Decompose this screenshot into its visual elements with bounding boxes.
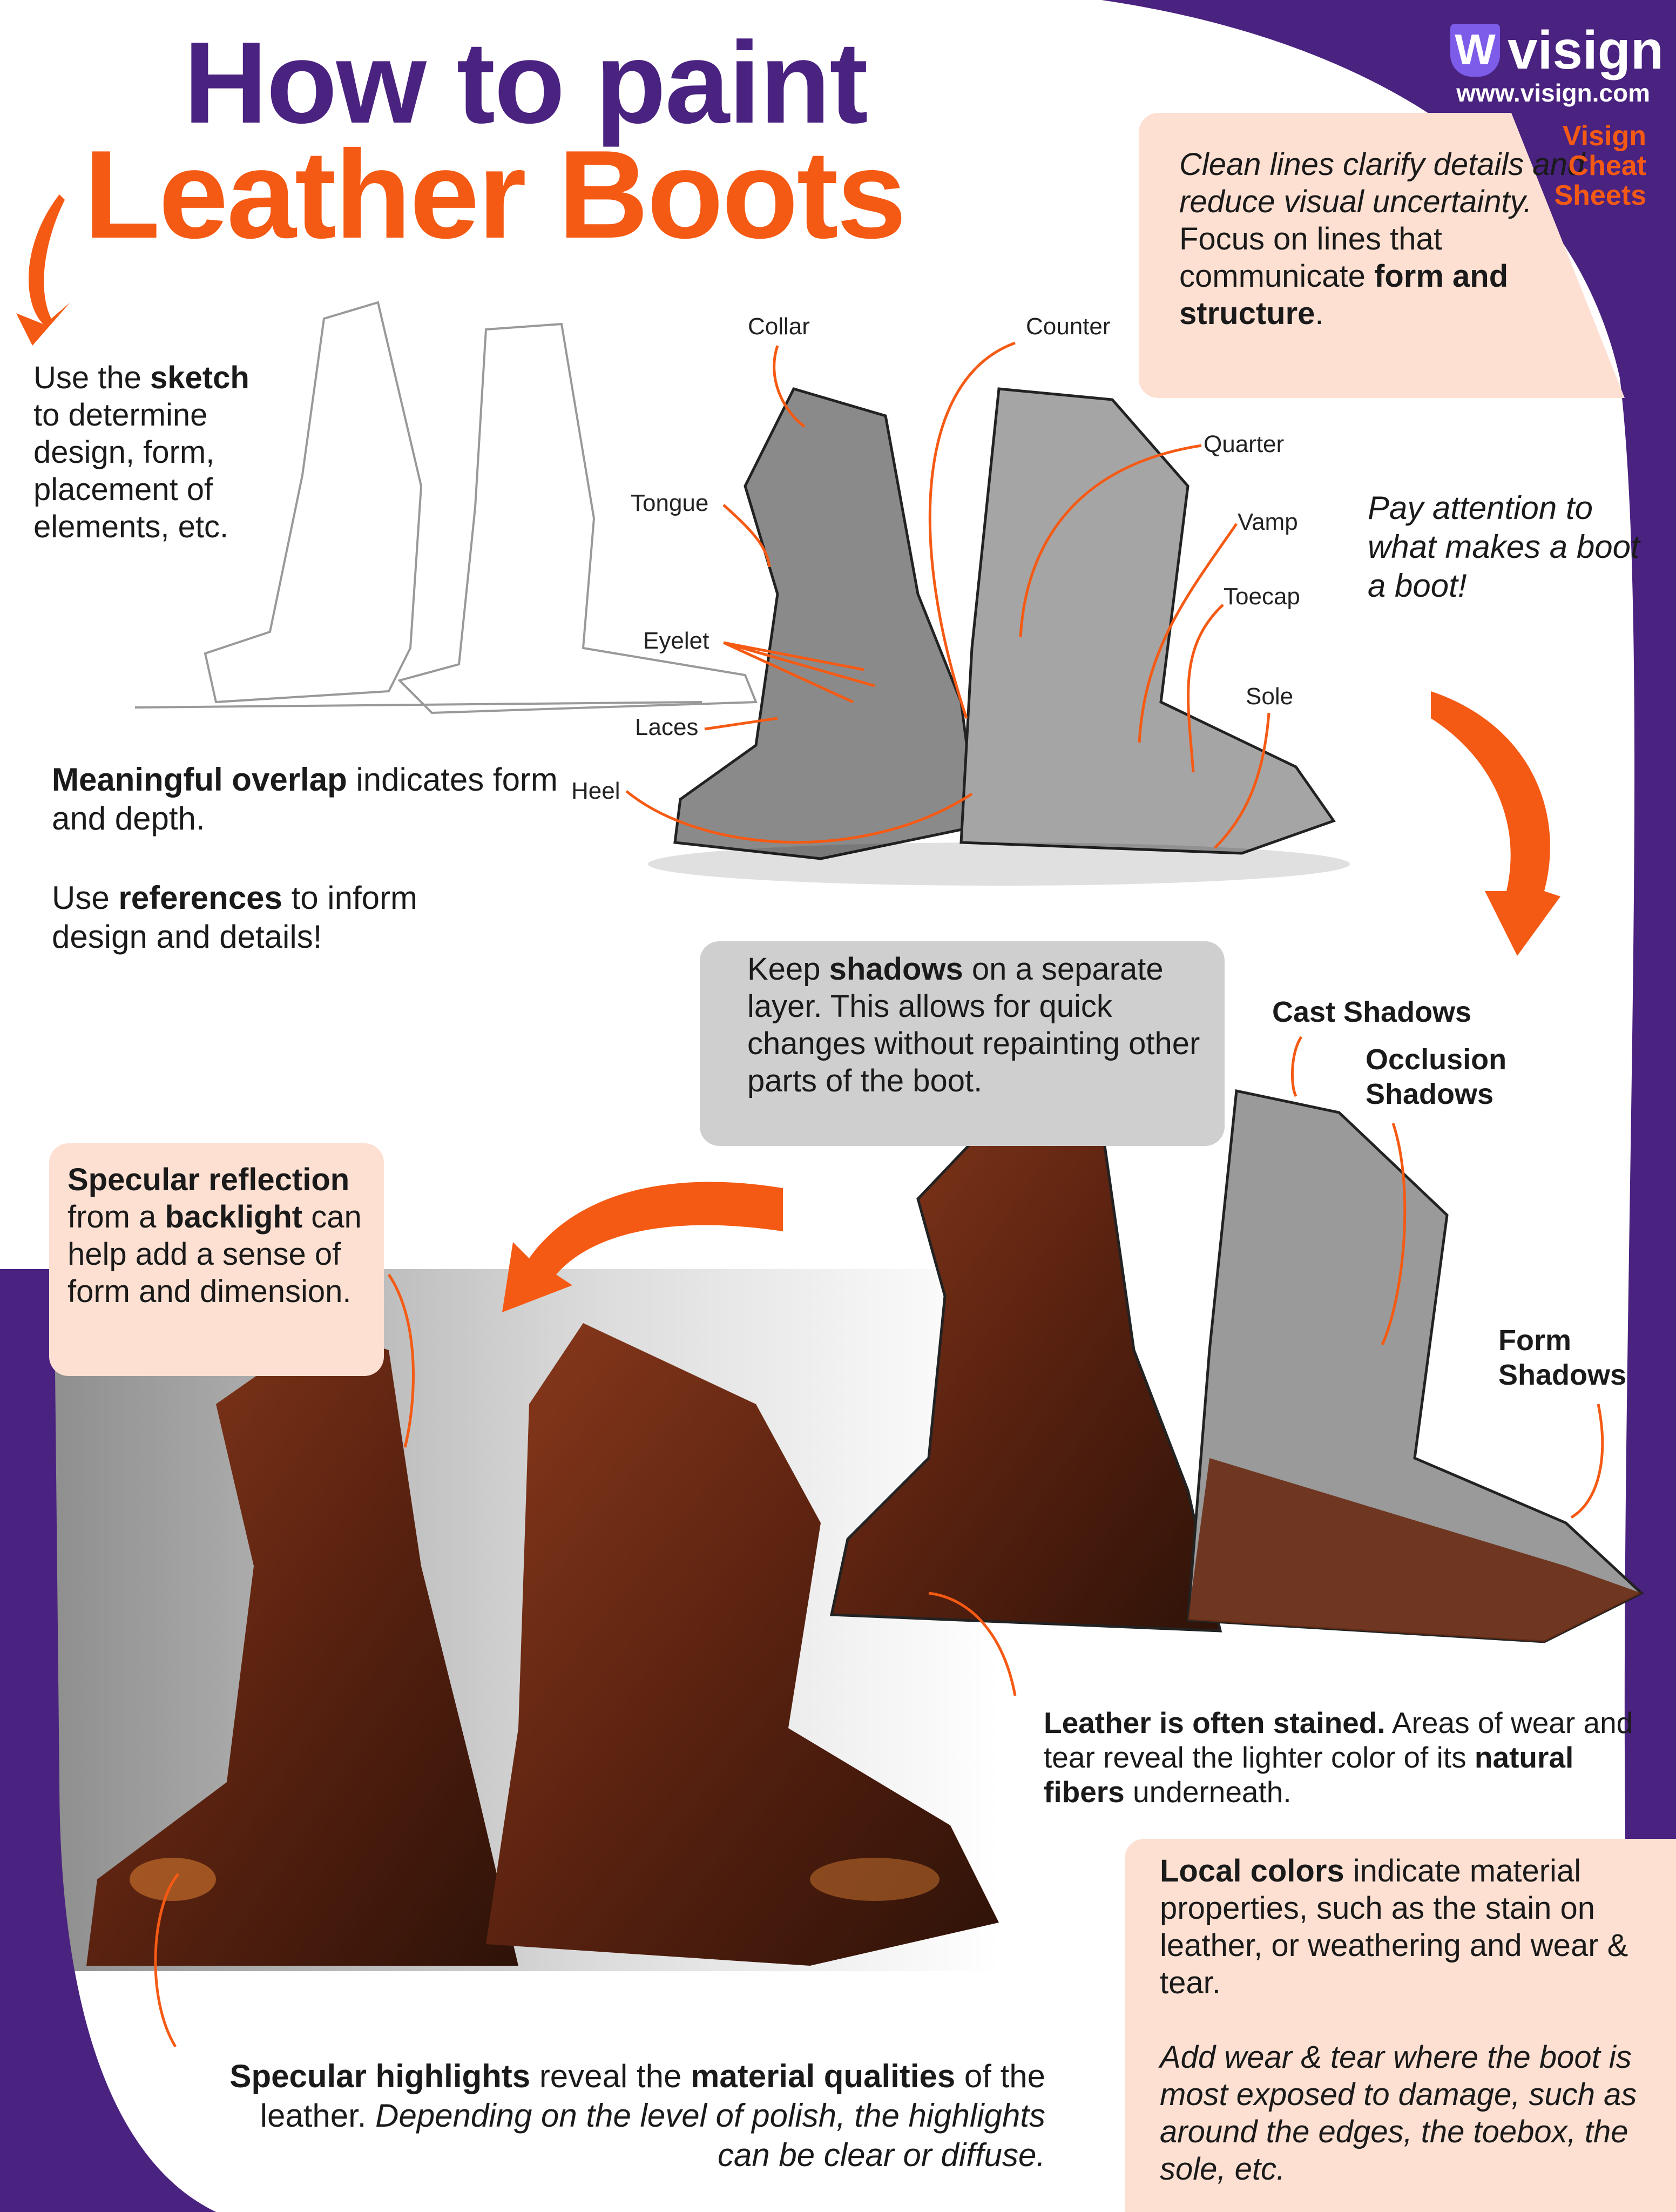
- half-painted-boots: [829, 1083, 1644, 1643]
- label-form-shadows: Form Shadows: [1498, 1324, 1627, 1391]
- label-heel: Heel: [571, 778, 620, 804]
- label-sole: Sole: [1246, 683, 1294, 710]
- shadows-box: [700, 941, 1225, 1146]
- clean-lines-note: Clean lines clarify details and reduce v…: [1179, 147, 1585, 331]
- label-collar: Collar: [748, 313, 810, 340]
- specular-box: [49, 1143, 384, 1376]
- sketch-boots: [134, 301, 758, 714]
- label-laces: Laces: [635, 714, 699, 740]
- label-tongue: Tongue: [631, 490, 709, 516]
- label-occlusion-shadows: Occlusion Shadows: [1366, 1043, 1507, 1110]
- series-line: Sheets: [1554, 180, 1646, 211]
- label-vamp: Vamp: [1238, 509, 1298, 535]
- brand-logo[interactable]: W visign: [1450, 23, 1664, 77]
- gray-boots-illustration: [648, 387, 1350, 886]
- stained-note: Leather is often stained. Areas of wear …: [1044, 1706, 1633, 1809]
- label-eyelet: Eyelet: [643, 628, 709, 654]
- label-quarter: Quarter: [1204, 431, 1285, 457]
- label-cast-shadows: Cast Shadows: [1272, 996, 1472, 1028]
- highlights-note: Specular highlights reveal the material …: [229, 2058, 1045, 2173]
- cheat-sheets-label: Visign Cheat Sheets: [1554, 122, 1646, 211]
- wear-tear-note: Add wear & tear where the boot is most e…: [1160, 2040, 1637, 2187]
- local-colors-note: Local colors indicate material propertie…: [1160, 1853, 1628, 2000]
- series-line: Cheat: [1568, 150, 1646, 181]
- brand-url[interactable]: www.visign.com: [1456, 79, 1650, 107]
- visign-logo-icon: W: [1450, 24, 1500, 77]
- series-line: Visign: [1562, 120, 1646, 152]
- painted-leather-boots: [86, 1323, 999, 1966]
- pay-attention-note: Pay attention to what makes a boot a boo…: [1368, 490, 1640, 604]
- local-colors-box: [1125, 1839, 1676, 2212]
- arrow-icons: [16, 194, 1560, 1312]
- specular-note: Specular reflection from a backlight can…: [67, 1162, 362, 1309]
- reference-note: Use references to inform design and deta…: [52, 880, 417, 955]
- overlap-note: Meaningful overlap indicates form and de…: [52, 761, 558, 837]
- leader-lines: [154, 341, 1604, 2048]
- sketch-note: Use the sketch to determine design, form…: [33, 360, 249, 544]
- title-line-1: How to paint: [184, 17, 868, 147]
- label-toecap: Toecap: [1224, 583, 1300, 610]
- label-counter: Counter: [1026, 313, 1111, 340]
- logo-text: visign: [1508, 20, 1664, 80]
- shadows-note: Keep shadows on a separate layer. This a…: [747, 952, 1200, 1098]
- title-line-2: Leather Boots: [84, 125, 907, 265]
